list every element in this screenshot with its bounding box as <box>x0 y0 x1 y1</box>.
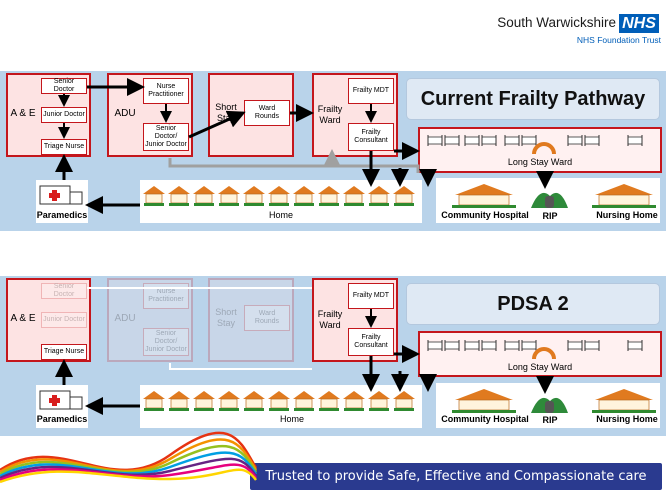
footer-swoosh-3 <box>0 451 258 478</box>
frailty-consultant: Frailty Consultant <box>348 123 394 151</box>
junior-doctor: Junior Doctor <box>41 107 87 123</box>
paramedics-label: Paramedics <box>36 210 88 220</box>
senior-doctor: Senior Doctor <box>41 78 87 94</box>
triage-nurse-2: Triage Nurse <box>41 344 87 360</box>
frailty-ward-label: Frailty Ward <box>317 104 343 125</box>
org-subtitle: NHS Foundation Trust <box>576 35 661 45</box>
rip-label-2: RIP <box>542 415 558 425</box>
org-name: South Warwickshire <box>497 15 616 30</box>
short-stay-box-2 <box>208 278 294 362</box>
footer-swoosh-6 <box>0 468 258 484</box>
footer-swoosh-1 <box>0 438 258 474</box>
footer-swoosh-5 <box>0 463 258 482</box>
paramedics-label-2: Paramedics <box>36 414 88 424</box>
nurse-practitioner: Nurse Practitioner <box>143 78 189 104</box>
footer-swoosh-0 <box>0 431 258 472</box>
short-stay-label: Short Stay <box>215 102 237 123</box>
short-stay-label-2: Short Stay <box>215 307 237 328</box>
ward-rounds-2: Ward Rounds <box>244 305 290 331</box>
footer-swoosh-2 <box>0 445 258 476</box>
senior-doctor-2: Senior Doctor <box>41 283 87 299</box>
home-label-2: Home <box>279 414 304 424</box>
footer-tagline: Trusted to provide Safe, Effective and C… <box>250 463 662 490</box>
footer-swoosh-4 <box>0 457 258 480</box>
adu-box-2 <box>107 278 193 362</box>
ae-label: A & E <box>10 107 36 119</box>
nhs-logo: NHS <box>619 14 659 33</box>
nursing-home-label: Nursing Home <box>596 210 658 220</box>
adu-label: ADU <box>114 107 136 119</box>
frailty-mdt: Frailty MDT <box>348 78 394 104</box>
nurse-practitioner-2: Nurse Practitioner <box>143 283 189 309</box>
rip-label: RIP <box>542 211 558 221</box>
frailty-consultant-2: Frailty Consultant <box>348 328 394 356</box>
frailty-ward-label-2: Frailty Ward <box>317 309 343 330</box>
adu-label-2: ADU <box>114 312 136 324</box>
ae-label-2: A & E <box>10 312 36 324</box>
senior-junior-doctor: Senior Doctor/ Junior Doctor <box>143 123 189 151</box>
community-hospital-label: Community Hospital <box>441 210 529 220</box>
community-hospital-label-2: Community Hospital <box>441 414 529 424</box>
long-stay-ward-label: Long Stay Ward <box>507 156 573 167</box>
diagram-title-pdsa: PDSA 2 <box>406 283 660 325</box>
home-label: Home <box>268 210 293 220</box>
diagram-title-current: Current Frailty Pathway <box>406 78 660 120</box>
frailty-mdt-2: Frailty MDT <box>348 283 394 309</box>
triage-nurse: Triage Nurse <box>41 139 87 155</box>
senior-junior-doctor-2: Senior Doctor/ Junior Doctor <box>143 328 189 356</box>
ward-rounds: Ward Rounds <box>244 100 290 126</box>
long-stay-ward-label-2: Long Stay Ward <box>507 361 573 372</box>
junior-doctor-2: Junior Doctor <box>41 312 87 328</box>
nursing-home-label-2: Nursing Home <box>596 414 658 424</box>
